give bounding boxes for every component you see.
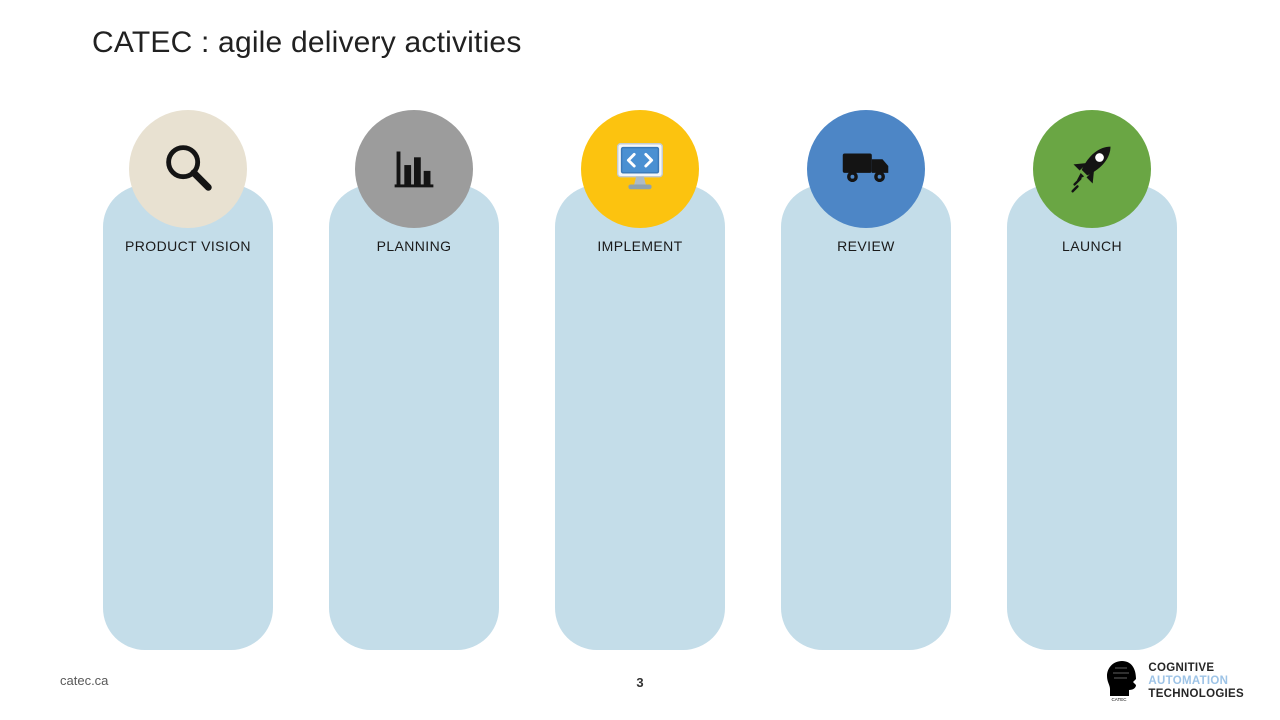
logo-mark-text: CATEC xyxy=(1112,697,1128,702)
stage-label: IMPLEMENT xyxy=(597,238,683,254)
stage-launch: LAUNCH xyxy=(1007,110,1177,650)
stage-panel xyxy=(1007,185,1177,650)
code-monitor-icon xyxy=(609,136,671,203)
page-number: 3 xyxy=(636,675,644,690)
catec-logo-text: COGNITIVE AUTOMATION TECHNOLOGIES xyxy=(1148,662,1244,701)
stage-circle xyxy=(129,110,247,228)
stage-panel xyxy=(329,185,499,650)
stage-review: REVIEW xyxy=(781,110,951,650)
stage-panel xyxy=(555,185,725,650)
stage-label: PRODUCT VISION xyxy=(125,238,251,254)
catec-logo: CATEC COGNITIVE AUTOMATION TECHNOLOGIES xyxy=(1105,660,1244,702)
stages-row: PRODUCT VISION PLANNING xyxy=(0,110,1280,650)
magnifier-icon xyxy=(157,136,219,203)
bar-chart-icon xyxy=(383,136,445,203)
stage-circle xyxy=(1033,110,1151,228)
logo-line-automation: AUTOMATION xyxy=(1148,674,1229,687)
stage-implement: IMPLEMENT xyxy=(555,110,725,650)
page-title: CATEC : agile delivery activities xyxy=(92,26,522,59)
stage-planning: PLANNING xyxy=(329,110,499,650)
stage-circle xyxy=(807,110,925,228)
catec-logo-head-icon: CATEC xyxy=(1105,660,1141,702)
stage-label: PLANNING xyxy=(376,238,452,254)
stage-label: REVIEW xyxy=(837,238,895,254)
stage-panel xyxy=(781,185,951,650)
footer-site-text: catec.ca xyxy=(60,673,109,688)
rocket-icon xyxy=(1061,136,1123,203)
stage-product-vision: PRODUCT VISION xyxy=(103,110,273,650)
truck-icon xyxy=(835,136,897,203)
stage-label: LAUNCH xyxy=(1062,238,1122,254)
stage-panel xyxy=(103,185,273,650)
stage-circle xyxy=(355,110,473,228)
stage-circle xyxy=(581,110,699,228)
logo-line-cognitive: COGNITIVE xyxy=(1148,661,1215,674)
logo-line-technologies: TECHNOLOGIES xyxy=(1148,687,1244,700)
